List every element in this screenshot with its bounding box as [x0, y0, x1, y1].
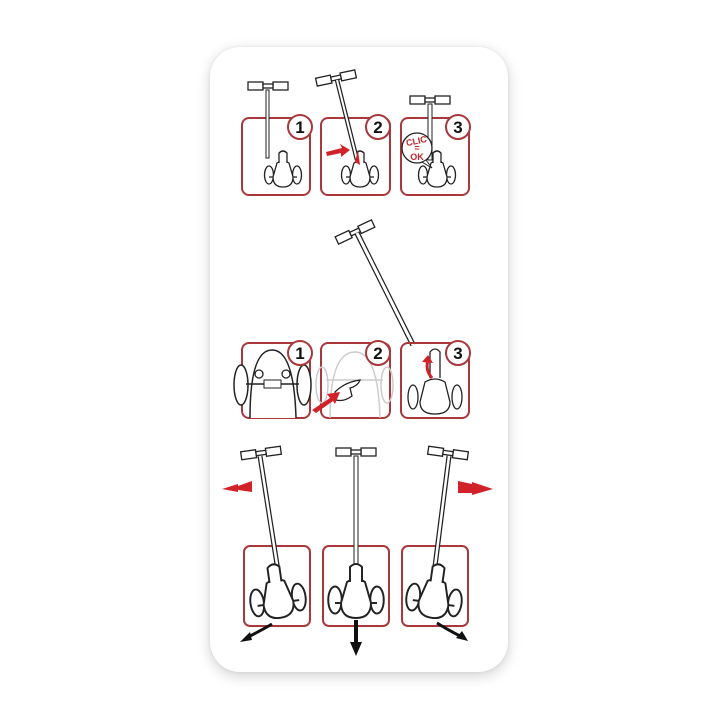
assembly-step-2: 2	[314, 69, 391, 196]
removal-step-3: 3	[400, 340, 471, 419]
ok-label: OK	[410, 152, 424, 162]
arrow-left-icon	[222, 481, 252, 492]
removal-step-1: 1	[233, 340, 313, 419]
step-number-1: 1	[295, 344, 304, 363]
step-number-2: 2	[373, 344, 382, 363]
step-number-2: 2	[373, 118, 382, 137]
assembly-step-3: CLIC = OK 3	[400, 95, 471, 196]
arrow-right-icon	[458, 481, 493, 495]
steering-panel-left	[222, 445, 311, 642]
step-number-1: 1	[295, 118, 304, 137]
step-number-3: 3	[453, 118, 462, 137]
step-number-3: 3	[453, 344, 462, 363]
removal-step-2: 2	[312, 340, 394, 419]
clic-label: CLIC	[405, 134, 428, 148]
arrow-down-icon	[350, 642, 362, 656]
steering-panel-right	[401, 445, 493, 641]
equals-label: =	[414, 143, 419, 153]
removed-handlebar	[334, 219, 416, 347]
steering-panel-straight	[322, 447, 390, 656]
assembly-step-1: 1	[241, 81, 313, 196]
